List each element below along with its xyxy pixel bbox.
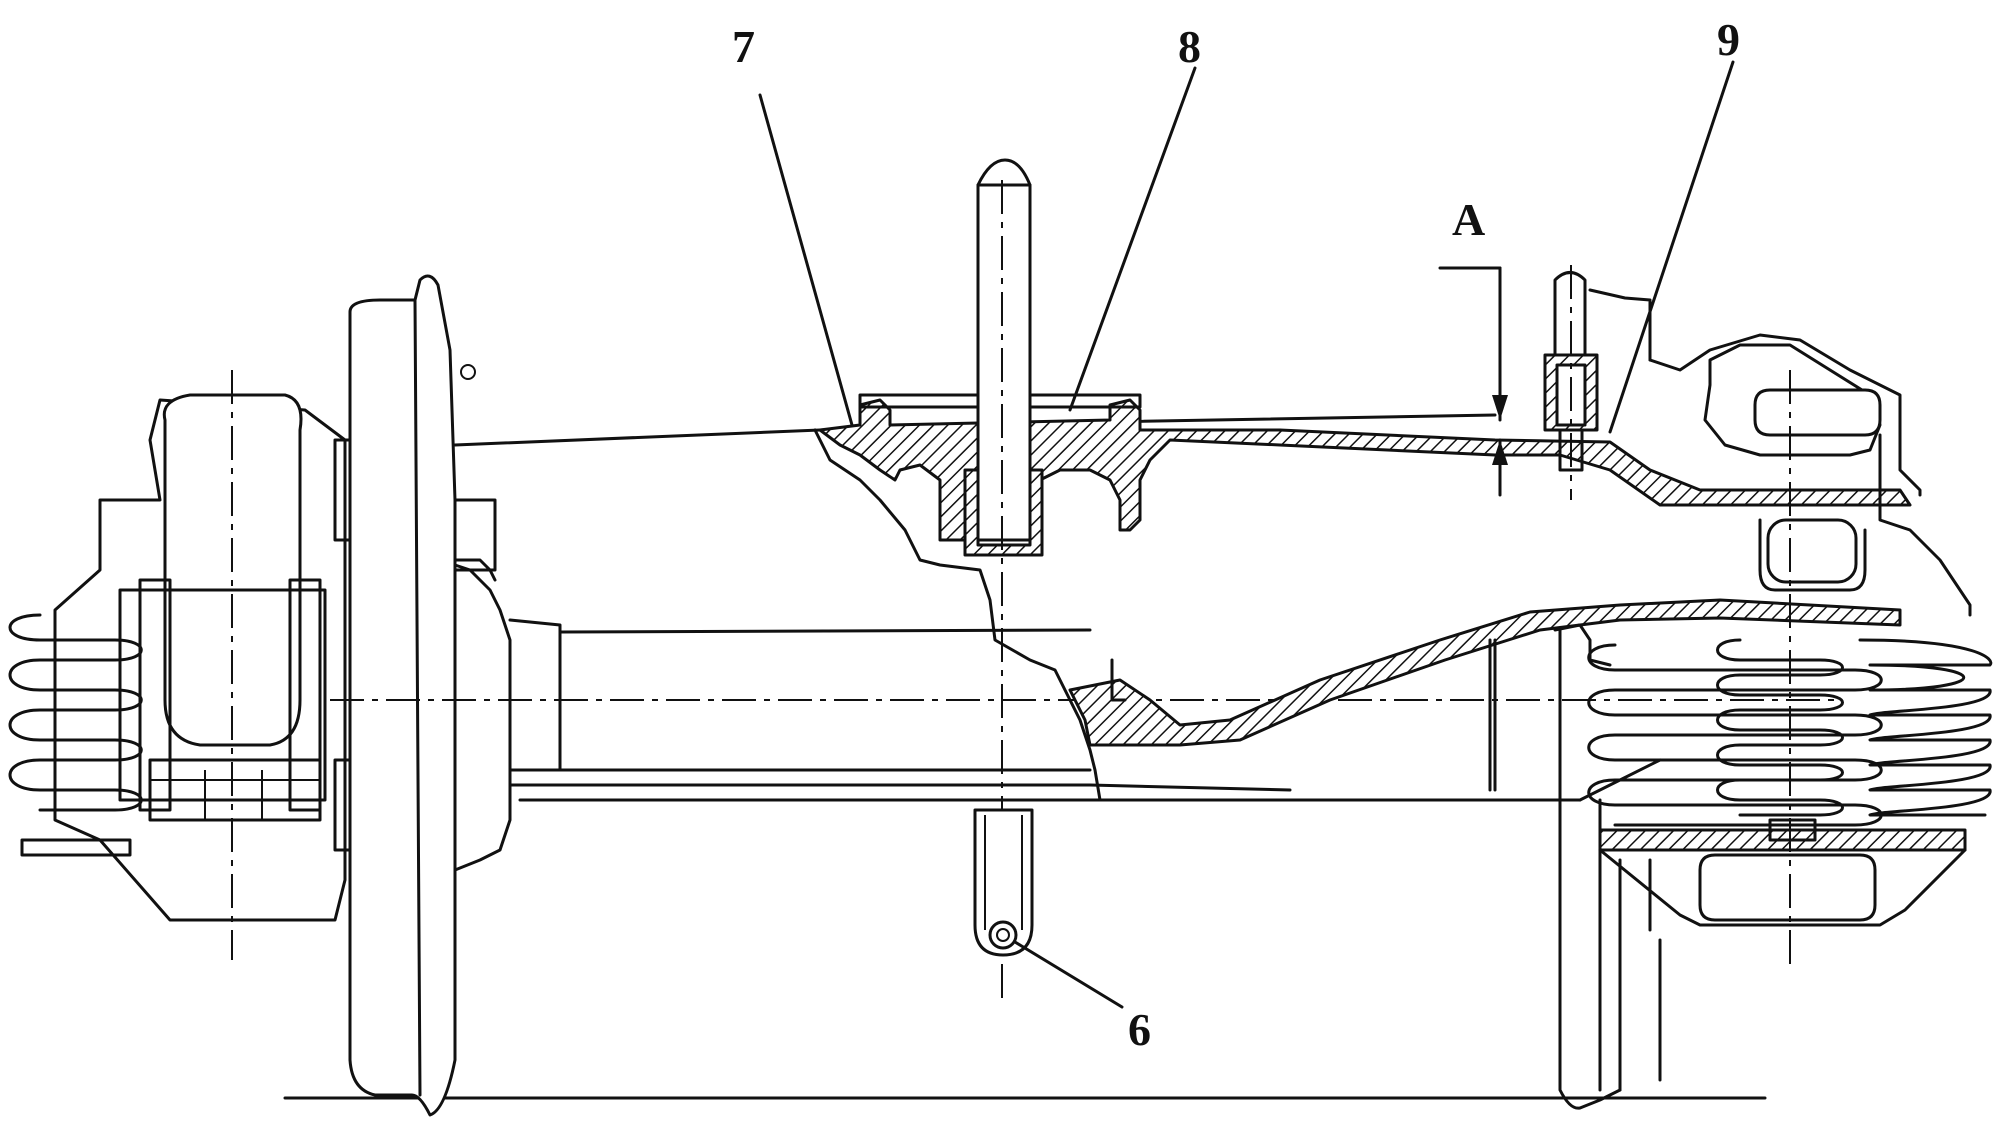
right-coil-springs (1587, 638, 1993, 827)
dimension-a (1438, 266, 1508, 497)
cutaway-break-line (813, 428, 1102, 802)
leader-7 (758, 93, 854, 427)
sectioned-housing (818, 398, 1912, 747)
right-axle-box (1648, 333, 1972, 617)
right-wheel (1488, 623, 1662, 1110)
right-spring-seat (1598, 370, 1967, 970)
vertical-pin (963, 158, 1044, 1000)
left-coil-spring (8, 613, 143, 857)
leader-lines (758, 60, 1735, 1009)
label-part-7: 7 (732, 21, 755, 72)
label-part-6: 6 (1128, 1004, 1151, 1055)
leader-6 (1013, 940, 1124, 1009)
right-bolt (1543, 265, 1652, 500)
label-part-9: 9 (1717, 14, 1740, 65)
leader-8 (1068, 66, 1197, 412)
lower-pin (973, 808, 1034, 957)
label-dimension-a: A (1452, 194, 1485, 245)
leader-9 (1608, 60, 1735, 434)
left-wheel (348, 274, 512, 1117)
label-part-8: 8 (1178, 21, 1201, 72)
